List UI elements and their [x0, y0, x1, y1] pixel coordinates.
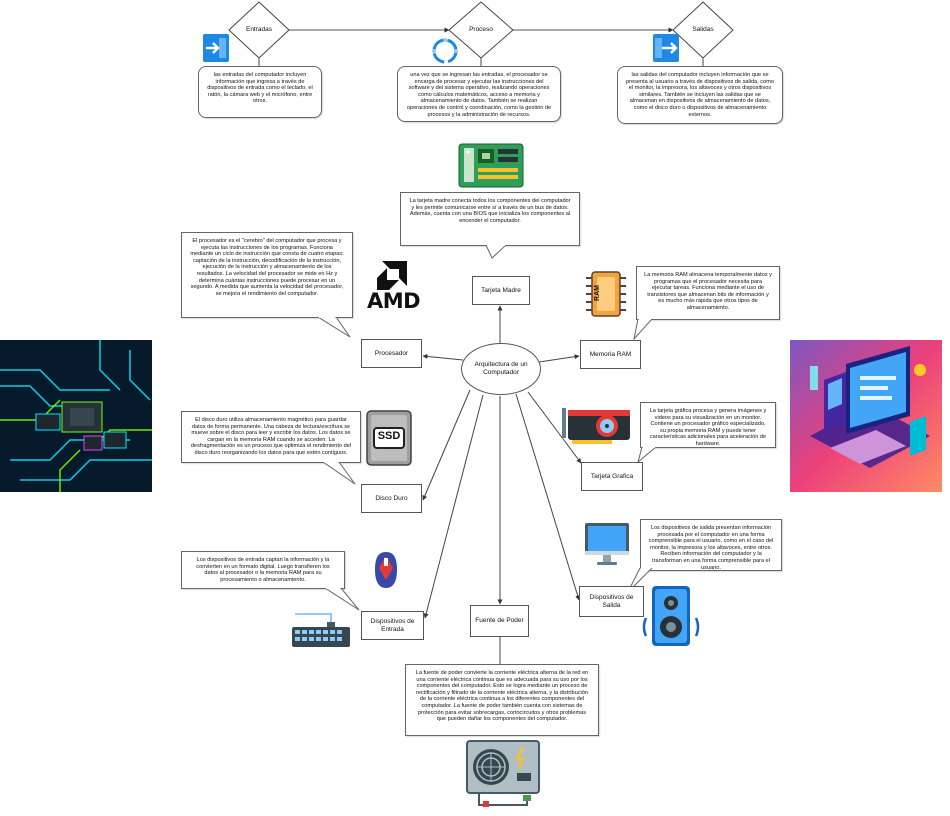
gpu-node[interactable]: Tarjeta Grafica: [581, 462, 643, 491]
inputs-label: Entradas: [245, 26, 273, 33]
ram-callout-tail: [633, 319, 653, 341]
monitor-icon: [584, 521, 630, 567]
ram-node[interactable]: Memoria RAM: [580, 340, 641, 369]
amd-arrow-icon: [377, 261, 407, 291]
gpu-callout-tail: [637, 447, 657, 463]
circuit-board-illustration: [0, 340, 152, 492]
exit-arrow-icon: [652, 33, 680, 63]
center-architecture-node[interactable]: Arquitectura de un Computador: [461, 343, 541, 395]
hdd-description: El disco duro utiliza almacenamiento mag…: [181, 411, 361, 463]
output-devices-node[interactable]: Dispositivos de Salida: [579, 586, 644, 617]
input-devices-node[interactable]: Dispositivos de Entrada: [361, 611, 424, 640]
mouse-icon: [373, 550, 399, 590]
graphics-card-icon: [562, 404, 634, 448]
ssd-icon: [366, 410, 412, 466]
keyboard-icon: [291, 610, 351, 648]
motherboard-callout-tail: [486, 245, 506, 259]
input-devices-description: Los dispositivos de entrada captan la in…: [181, 551, 345, 589]
processor-callout-tail: [318, 317, 351, 338]
cycle-icon: [430, 36, 460, 66]
gpu-description: La tarjeta gráfica procesa y genera imág…: [640, 402, 776, 448]
processor-node[interactable]: Procesador: [361, 339, 422, 368]
power-supply-icon: [465, 739, 541, 811]
outputs-label: Salidas: [692, 26, 714, 33]
ssd-label: SSD: [377, 430, 401, 442]
ram-chip-icon: [586, 270, 626, 318]
speaker-icon: [640, 584, 702, 648]
ram-description: La memoria RAM almacena temporalmente da…: [636, 266, 780, 320]
motherboard-description: La tarjeta madre conecta todos los compo…: [400, 192, 580, 246]
hdd-callout-tail: [323, 462, 356, 485]
process-description: una vez que se ingresan las entradas, el…: [397, 66, 561, 122]
processor-description: El procesador es el "cerebro" del comput…: [181, 232, 353, 318]
process-label: Proceso: [469, 26, 493, 33]
inputs-description: las entradas del computador incluyen inf…: [198, 66, 322, 118]
motherboard-icon: [458, 143, 524, 188]
amd-logo: AMD: [367, 289, 421, 313]
output-devices-description: Los dispositivos de salida presentan inf…: [640, 519, 782, 571]
ram-chip-label: RAM: [594, 285, 601, 301]
workspace-illustration: [790, 340, 942, 492]
psu-description: La fuente de poder convierte la corrient…: [405, 664, 599, 736]
input-devices-callout-tail: [325, 588, 360, 611]
hdd-node[interactable]: Disco Duro: [361, 484, 422, 513]
outputs-description: las salidas del computador incluyen info…: [617, 66, 783, 124]
motherboard-node[interactable]: Tarjeta Madre: [472, 276, 530, 305]
entry-arrow-icon: [202, 33, 230, 63]
psu-node[interactable]: Fuente de Poder: [470, 605, 529, 637]
